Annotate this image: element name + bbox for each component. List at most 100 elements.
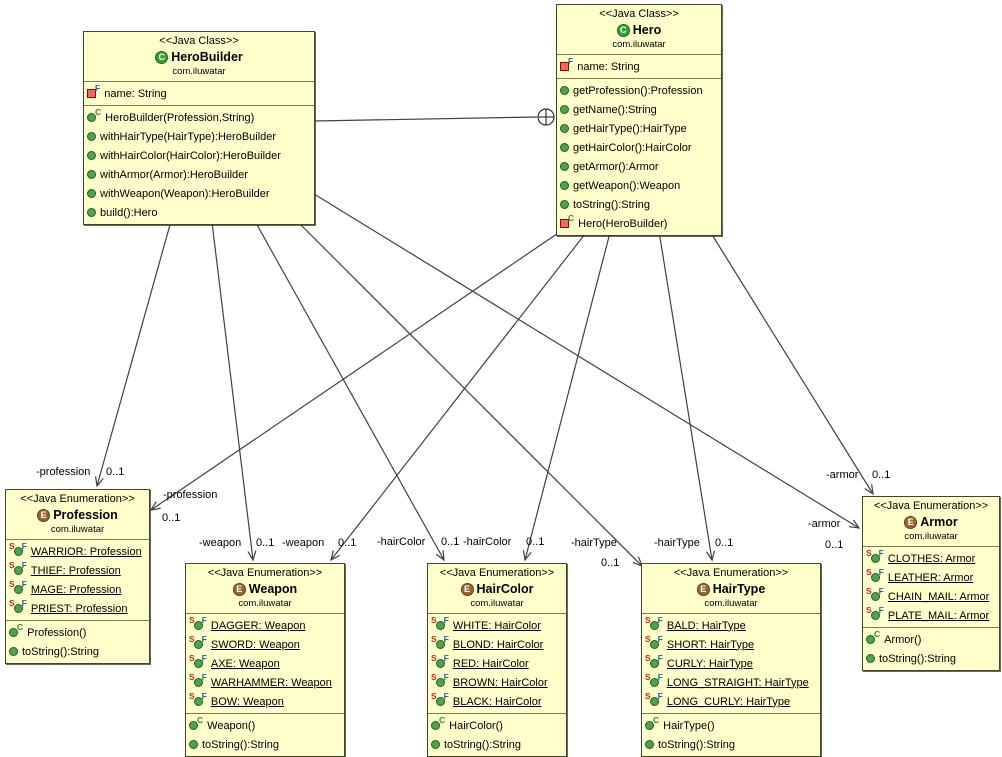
assoc-hero-weapon bbox=[330, 224, 593, 562]
field-text: BLACK: HairColor bbox=[452, 695, 542, 708]
class-box-hero[interactable]: <<Java Class>> C Hero com.iluwatar F nam… bbox=[556, 4, 722, 236]
field-text: BLOND: HairColor bbox=[452, 638, 544, 651]
method-row: toString():String bbox=[557, 195, 721, 214]
field-row: F name: String bbox=[84, 84, 314, 103]
stereotype: <<Java Class>> bbox=[599, 8, 679, 20]
method-row: getHairColor():HairColor bbox=[557, 138, 721, 157]
method-row: getProfession():Profession bbox=[557, 81, 721, 100]
assoc-multiplicity-label: 0..1 bbox=[441, 536, 460, 548]
method-text: getHairType():HairType bbox=[573, 122, 687, 135]
public-method-icon bbox=[431, 740, 440, 749]
method-row: toString():String bbox=[642, 735, 820, 754]
class-header: <<Java Enumeration>> E HairType com.iluw… bbox=[642, 564, 820, 613]
enum-icon: E bbox=[904, 516, 918, 529]
assoc-role-label: -armor bbox=[826, 469, 859, 481]
fields-section: F name: String bbox=[84, 81, 314, 105]
public-constructor-icon: C bbox=[9, 623, 23, 637]
field-text: PRIEST: Profession bbox=[30, 602, 128, 615]
public-constructor-icon: C bbox=[645, 716, 659, 730]
method-row: toString():String bbox=[186, 735, 344, 754]
method-row: getArmor():Armor bbox=[557, 157, 721, 176]
method-row: C HairType() bbox=[642, 716, 820, 735]
assoc-herobuilder-armor bbox=[313, 193, 861, 529]
class-name: Weapon bbox=[248, 582, 298, 596]
method-row: withArmor(Armor):HeroBuilder bbox=[84, 165, 314, 184]
assoc-hero-hairtype bbox=[657, 224, 716, 562]
assoc-role-label: -hairType bbox=[571, 537, 617, 549]
field-text: SWORD: Weapon bbox=[210, 638, 300, 651]
assoc-hero-haircolor bbox=[522, 224, 613, 562]
method-row: withHairType(HairType):HeroBuilder bbox=[84, 127, 314, 146]
public-method-icon bbox=[87, 170, 96, 179]
assoc-role-label: -hairColor bbox=[463, 536, 512, 548]
enum-box-weapon[interactable]: <<Java Enumeration>> E Weapon com.iluwat… bbox=[185, 563, 345, 757]
method-row: C HeroBuilder(Profession,String) bbox=[84, 108, 314, 127]
method-row: C HairColor() bbox=[428, 716, 566, 735]
method-text: toString():String bbox=[573, 198, 651, 211]
assoc-multiplicity-label: 0..1 bbox=[162, 512, 181, 524]
containment-connector bbox=[313, 108, 555, 126]
assoc-herobuilder-profession bbox=[94, 213, 174, 488]
class-title: E Armor bbox=[867, 514, 995, 531]
enum-box-hairtype[interactable]: <<Java Enumeration>> E HairType com.iluw… bbox=[641, 563, 821, 757]
assoc-multiplicity-label: 0..1 bbox=[872, 469, 891, 481]
field-text: PLATE_MAIL: Armor bbox=[887, 609, 990, 622]
stereotype: <<Java Enumeration>> bbox=[439, 567, 555, 579]
class-title: E HairType bbox=[646, 581, 816, 598]
class-header: <<Java Enumeration>> E HairColor com.ilu… bbox=[428, 564, 566, 613]
class-name: HeroBuilder bbox=[171, 50, 243, 64]
class-icon: C bbox=[155, 51, 169, 64]
public-method-icon bbox=[560, 200, 569, 209]
enum-box-armor[interactable]: <<Java Enumeration>> E Armor com.iluwata… bbox=[862, 496, 1000, 671]
assoc-multiplicity-label: 0..1 bbox=[601, 557, 620, 569]
class-header: <<Java Enumeration>> E Weapon com.iluwat… bbox=[186, 564, 344, 613]
method-text: getName():String bbox=[573, 103, 657, 116]
public-method-icon bbox=[645, 740, 654, 749]
method-row: withHairColor(HairColor):HeroBuilder bbox=[84, 146, 314, 165]
field-text: CLOTHES: Armor bbox=[887, 552, 976, 565]
stereotype: <<Java Class>> bbox=[159, 35, 239, 47]
public-constructor-icon: C bbox=[87, 108, 101, 122]
methods-section: C Profession() toString():String bbox=[6, 620, 149, 663]
enum-icon: E bbox=[232, 583, 246, 596]
class-header: <<Java Class>> C Hero com.iluwatar bbox=[557, 5, 721, 54]
method-text: Profession() bbox=[27, 626, 87, 639]
methods-section: C HeroBuilder(Profession,String) withHai… bbox=[84, 105, 314, 224]
method-text: withHairColor(HairColor):HeroBuilder bbox=[100, 149, 281, 162]
method-row: toString():String bbox=[863, 649, 999, 668]
public-method-icon bbox=[9, 647, 18, 656]
package-name: com.iluwatar bbox=[50, 524, 105, 535]
class-name: HairType bbox=[712, 582, 766, 596]
public-method-icon bbox=[560, 181, 569, 190]
public-method-icon bbox=[87, 151, 96, 160]
package-name: com.iluwatar bbox=[238, 598, 292, 609]
enum-box-haircolor[interactable]: <<Java Enumeration>> E HairColor com.ilu… bbox=[427, 563, 567, 757]
assoc-role-label: -armor bbox=[808, 518, 841, 530]
enum-box-profession[interactable]: <<Java Enumeration>> E Profession com.il… bbox=[5, 489, 150, 664]
field-text: THIEF: Profession bbox=[30, 564, 121, 577]
class-box-herobuilder[interactable]: <<Java Class>> C HeroBuilder com.iluwata… bbox=[83, 31, 315, 225]
